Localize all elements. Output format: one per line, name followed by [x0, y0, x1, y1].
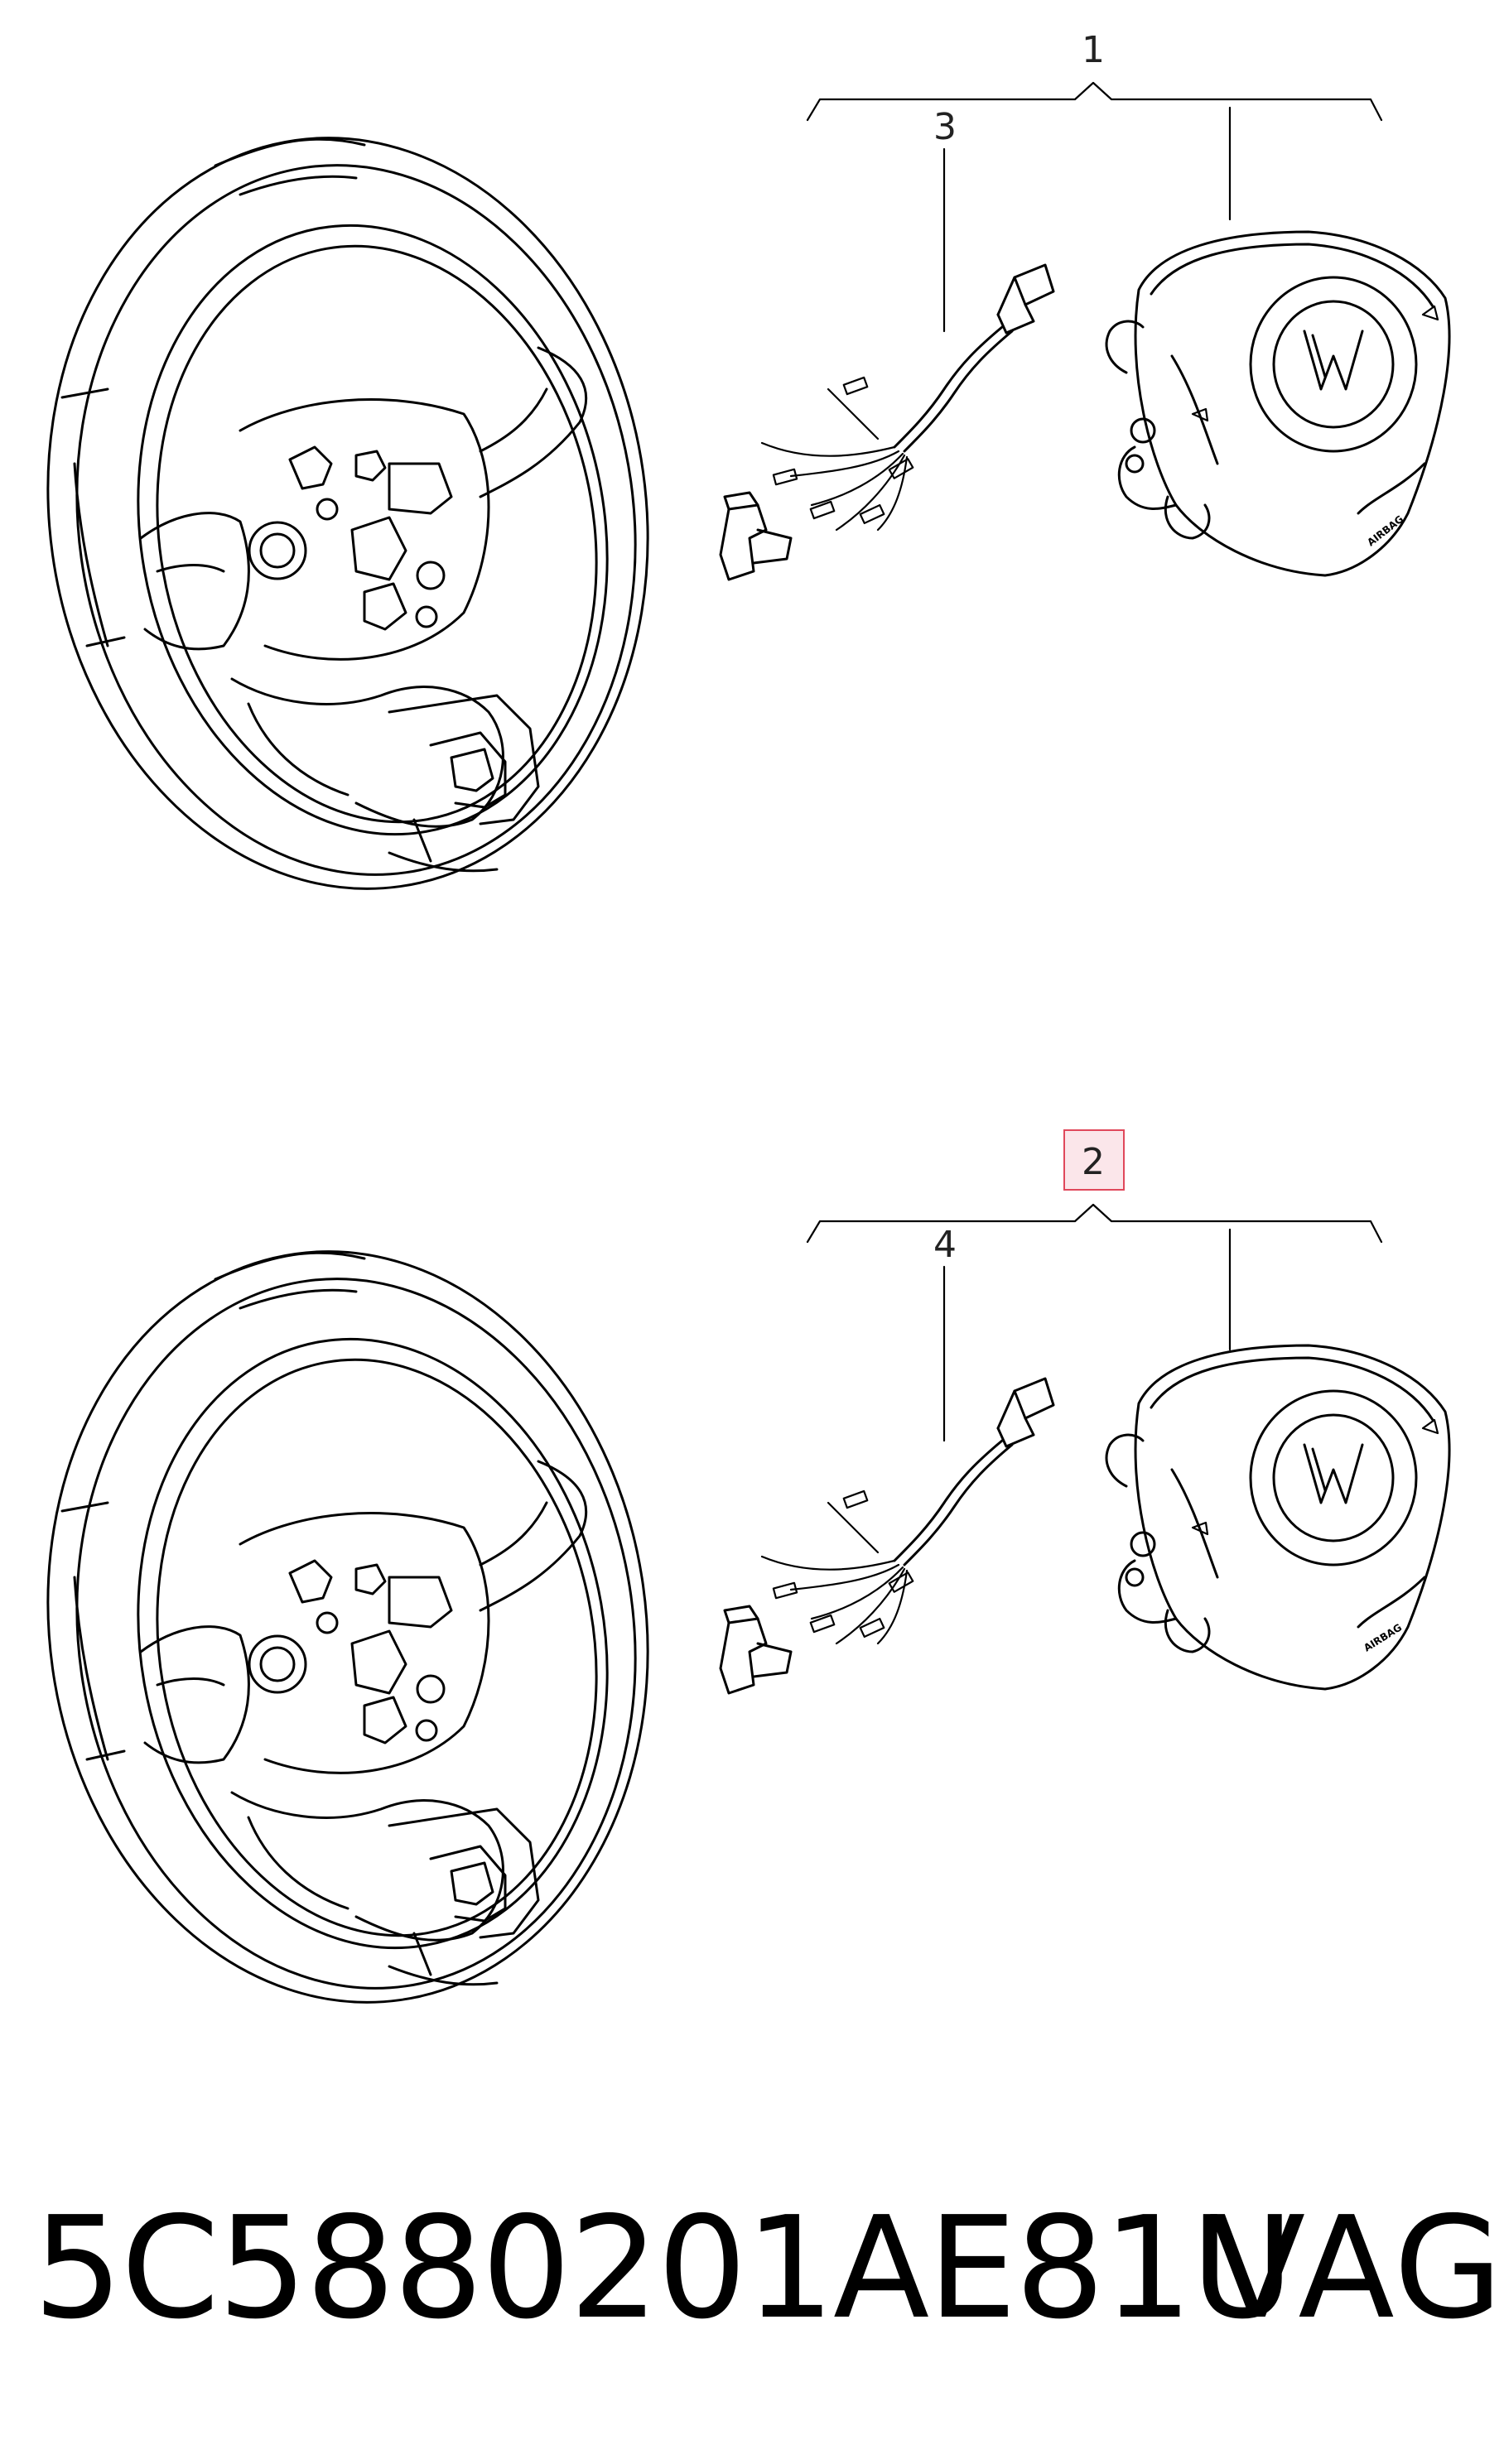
assembly-upper: AIRBAG 1 3	[0, 29, 1451, 930]
brand-name: VAG	[1209, 2187, 1504, 2351]
airbag-module-lower	[1105, 1344, 1451, 1691]
callout-2: 2	[1082, 1141, 1105, 1183]
steering-wheel-lower	[0, 1210, 697, 2043]
callout-bracket-1	[806, 81, 1383, 122]
callout-3: 3	[933, 106, 957, 148]
callout-1: 1	[1082, 29, 1105, 71]
callout-4: 4	[933, 1224, 957, 1266]
callout-2-highlight	[1063, 1129, 1125, 1191]
assembly-lower: AIRBAG 2 4	[0, 1129, 1451, 2043]
airbag-label-lower: AIRBAG	[1362, 1621, 1404, 1653]
callout-bracket-2	[806, 1203, 1383, 1244]
steering-wheel-upper	[0, 97, 697, 930]
wiring-harness-lower	[719, 1377, 1055, 1695]
part-number: 5C5880201AE81U	[33, 2187, 1294, 2351]
wiring-harness-upper	[719, 263, 1055, 581]
